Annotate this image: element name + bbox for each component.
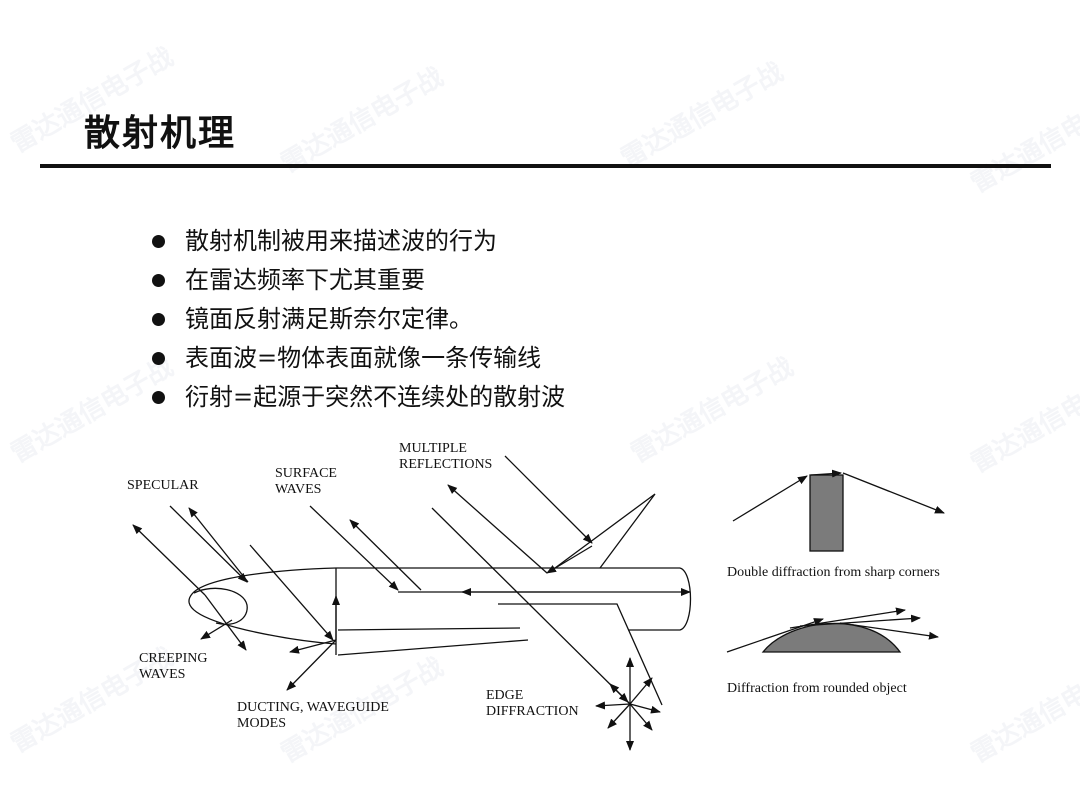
- label-ducting-modes: MODES: [237, 716, 286, 731]
- label-multiple-reflections: MULTIPLE: [399, 441, 467, 456]
- label-creeping-waves: CREEPING: [139, 651, 207, 666]
- sharp-corner-diagram: [732, 469, 945, 552]
- bullet-item: 表面波=物体表面就像一条传输线: [152, 339, 565, 378]
- label-surface-waves: WAVES: [275, 482, 321, 497]
- bullet-text: 散射机制被用来描述波的行为: [185, 227, 497, 255]
- bullet-item: 散射机制被用来描述波的行为: [152, 222, 565, 261]
- bullet-dot-icon: [152, 313, 165, 326]
- bullet-dot-icon: [152, 352, 165, 365]
- bullet-text: 在雷达频率下尤其重要: [185, 266, 425, 294]
- bullet-text: 衍射=起源于突然不连续处的散射波: [185, 383, 566, 411]
- multiple-reflection-rays: [447, 455, 593, 574]
- label-rounded-diffraction: Diffraction from rounded object: [727, 681, 907, 696]
- bullet-list: 散射机制被用来描述波的行为 在雷达频率下尤其重要 镜面反射满足斯奈尔定律。 表面…: [152, 222, 565, 417]
- label-ducting-modes: DUCTING, WAVEGUIDE: [237, 700, 389, 715]
- label-edge-diffraction: EDGE: [486, 688, 523, 703]
- edge-diffraction-rays: [431, 507, 661, 751]
- bullet-dot-icon: [152, 391, 165, 404]
- bullet-item: 镜面反射满足斯奈尔定律。: [152, 300, 565, 339]
- label-specular: SPECULAR: [127, 478, 199, 493]
- bullet-text: 表面波=物体表面就像一条传输线: [185, 344, 542, 372]
- label-edge-diffraction: DIFFRACTION: [486, 704, 579, 719]
- bullet-dot-icon: [152, 274, 165, 287]
- bullet-text: 镜面反射满足斯奈尔定律。: [185, 305, 473, 333]
- label-multiple-reflections: REFLECTIONS: [399, 457, 492, 472]
- aircraft-outline: [188, 493, 692, 706]
- label-double-diffraction: Double diffraction from sharp corners: [727, 565, 940, 580]
- specular-rays: [132, 505, 249, 651]
- bullet-item: 在雷达频率下尤其重要: [152, 261, 565, 300]
- surface-wave-rays: [309, 505, 691, 596]
- title-divider: [40, 164, 1051, 168]
- label-surface-waves: SURFACE: [275, 466, 337, 481]
- bullet-item: 衍射=起源于突然不连续处的散射波: [152, 378, 565, 417]
- label-creeping-waves: WAVES: [139, 667, 185, 682]
- page-title: 散射机理: [84, 112, 237, 154]
- bullet-dot-icon: [152, 235, 165, 248]
- ducting-rays: [249, 544, 340, 691]
- rounded-object-diagram: [726, 607, 939, 653]
